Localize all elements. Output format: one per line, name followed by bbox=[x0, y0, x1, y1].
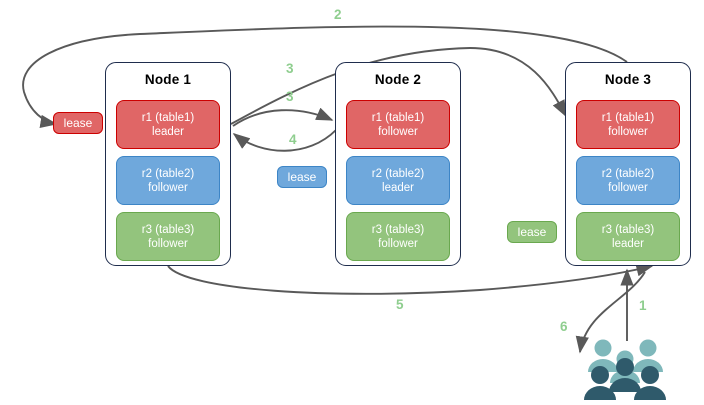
arrow-5 bbox=[167, 263, 654, 295]
lease-badge-blue[interactable]: lease bbox=[277, 166, 327, 188]
replica-n1-r3[interactable]: r3 (table3) follower bbox=[116, 212, 220, 261]
replica-n1-r1[interactable]: r1 (table1) leader bbox=[116, 100, 220, 149]
replica-n2-r2[interactable]: r2 (table2) leader bbox=[346, 156, 450, 205]
node-card-1[interactable]: Node 1 r1 (table1) leader r2 (table2) fo… bbox=[105, 62, 231, 266]
node-2-title: Node 2 bbox=[374, 72, 422, 87]
replica-n1-r2-role: follower bbox=[148, 181, 188, 194]
replica-n1-r1-role: leader bbox=[152, 125, 184, 138]
replica-n1-r1-name: r1 (table1) bbox=[141, 111, 195, 124]
node-card-3[interactable]: Node 3 r1 (table1) follower r2 (table2) … bbox=[565, 62, 691, 266]
step-label-6: 6 bbox=[560, 319, 568, 334]
step-label-5: 5 bbox=[396, 297, 404, 312]
replica-n3-r2-role: follower bbox=[608, 181, 648, 194]
lease-badge-red-label: lease bbox=[63, 116, 93, 130]
lease-badge-red[interactable]: lease bbox=[53, 112, 103, 134]
replica-n3-r2[interactable]: r2 (table2) follower bbox=[576, 156, 680, 205]
replica-n2-r3[interactable]: r3 (table3) follower bbox=[346, 212, 450, 261]
replica-n1-r3-name: r3 (table3) bbox=[141, 223, 195, 236]
arrow-4 bbox=[232, 129, 337, 152]
node-1-title: Node 1 bbox=[144, 72, 192, 87]
step-label-3b: 3 bbox=[286, 89, 294, 104]
arrow-3-to-node2 bbox=[232, 107, 334, 127]
arrow-3-to-node3 bbox=[230, 47, 567, 125]
users-front-row bbox=[584, 358, 666, 400]
node-3-replicas: r1 (table1) follower r2 (table2) followe… bbox=[566, 87, 690, 271]
replica-n2-r1[interactable]: r1 (table1) follower bbox=[346, 100, 450, 149]
replica-n3-r3[interactable]: r3 (table3) leader bbox=[576, 212, 680, 261]
arrow-2 bbox=[22, 25, 628, 128]
replica-n1-r2-name: r2 (table2) bbox=[141, 167, 195, 180]
replica-n3-r1-role: follower bbox=[608, 125, 648, 138]
replica-n3-r3-name: r3 (table3) bbox=[601, 223, 655, 236]
node-2-replicas: r1 (table1) follower r2 (table2) leader … bbox=[336, 87, 460, 271]
step-label-4: 4 bbox=[289, 132, 297, 147]
replica-n2-r1-role: follower bbox=[378, 125, 418, 138]
replica-n3-r2-name: r2 (table2) bbox=[601, 167, 655, 180]
replica-n3-r1[interactable]: r1 (table1) follower bbox=[576, 100, 680, 149]
replica-n1-r2[interactable]: r2 (table2) follower bbox=[116, 156, 220, 205]
node-3-title: Node 3 bbox=[604, 72, 652, 87]
lease-badge-blue-label: lease bbox=[287, 170, 317, 184]
replica-n2-r2-role: leader bbox=[382, 181, 414, 194]
replica-n1-r3-role: follower bbox=[148, 237, 188, 250]
replica-n2-r3-role: follower bbox=[378, 237, 418, 250]
lease-badge-green[interactable]: lease bbox=[507, 221, 557, 243]
lease-badge-green-label: lease bbox=[517, 225, 547, 239]
step-label-3a: 3 bbox=[286, 61, 294, 76]
step-label-2: 2 bbox=[334, 7, 342, 22]
node-card-2[interactable]: Node 2 r1 (table1) follower r2 (table2) … bbox=[335, 62, 461, 266]
replica-n2-r2-name: r2 (table2) bbox=[371, 167, 425, 180]
replica-n3-r3-role: leader bbox=[612, 237, 644, 250]
step-label-1: 1 bbox=[639, 298, 647, 313]
replica-n2-r3-name: r3 (table3) bbox=[371, 223, 425, 236]
replica-n3-r1-name: r1 (table1) bbox=[601, 111, 655, 124]
arrow-6 bbox=[575, 271, 646, 354]
node-1-replicas: r1 (table1) leader r2 (table2) follower … bbox=[106, 87, 230, 271]
replica-n2-r1-name: r1 (table1) bbox=[371, 111, 425, 124]
